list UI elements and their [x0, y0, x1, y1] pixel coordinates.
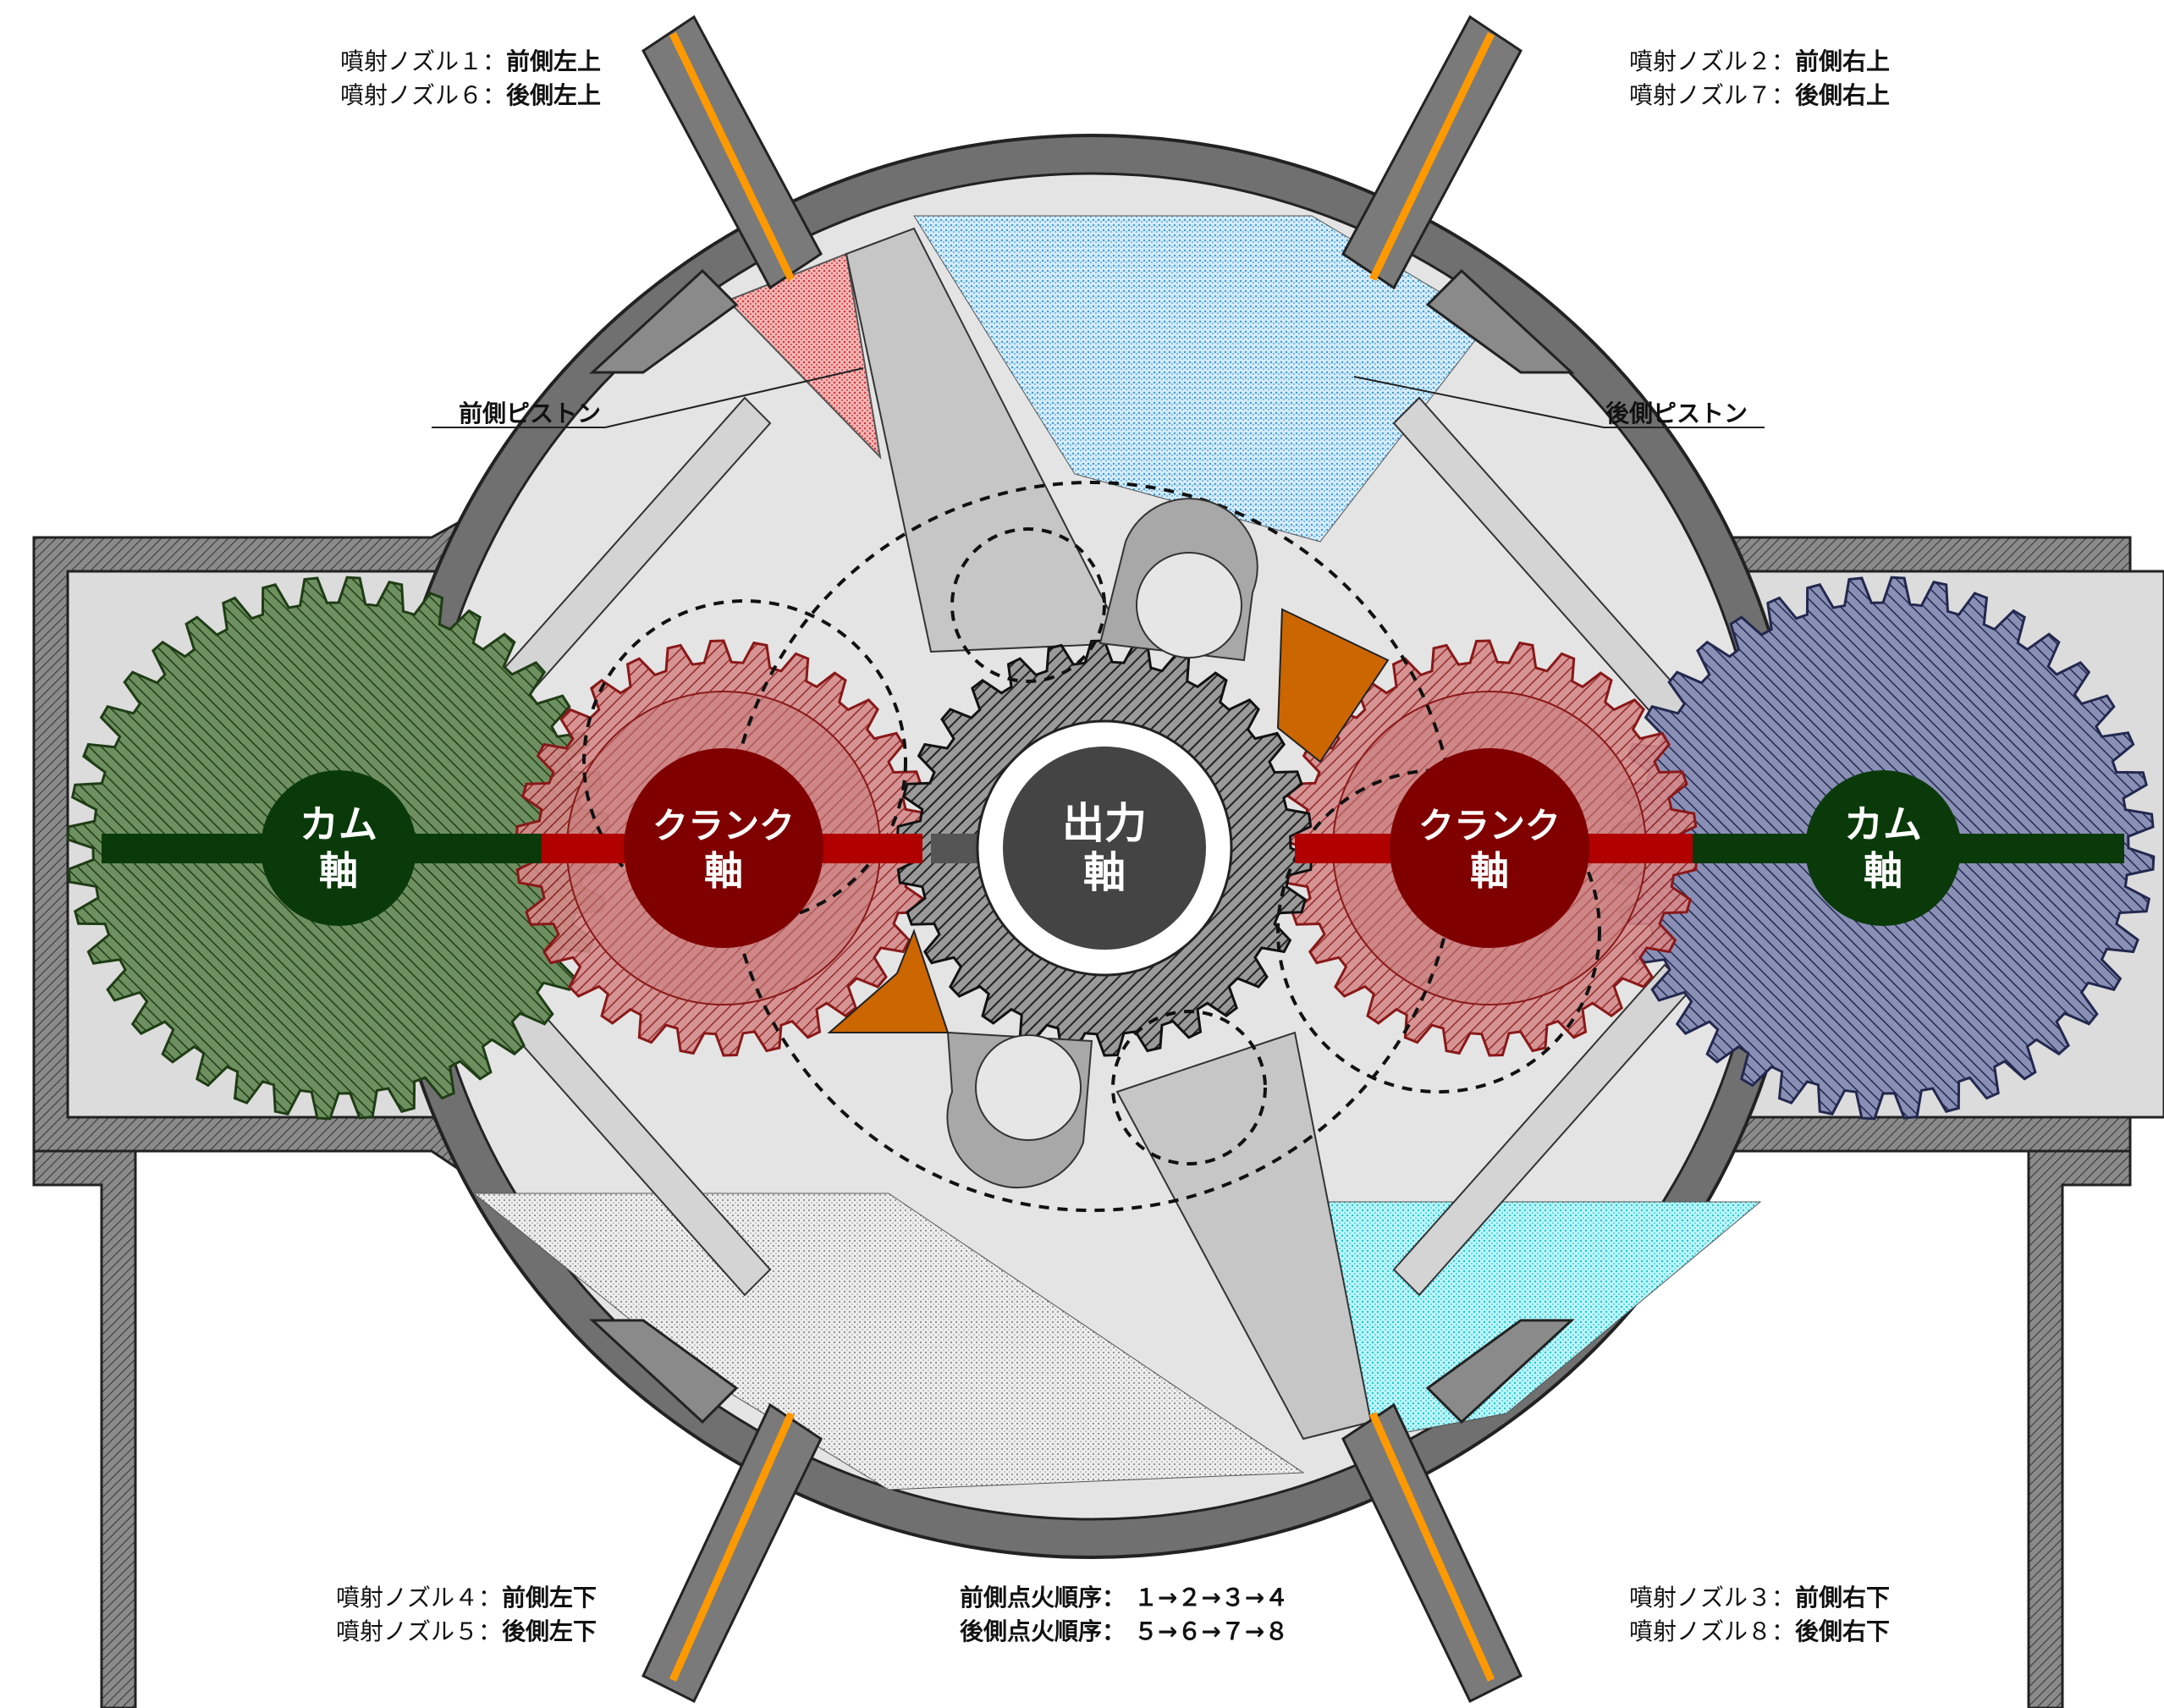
- nozzle-1-prefix: 噴射ノズル１：: [340, 47, 506, 75]
- nozzle-top-left: [589, 14, 823, 374]
- crank-hub-right: [1390, 748, 1589, 948]
- nozzle-6-position: 後側左上: [506, 81, 601, 109]
- crank-right-line1: クランク: [1418, 805, 1561, 846]
- nozzle-bottom-right: [1341, 1319, 1575, 1704]
- nozzle-label-bottom-left: 噴射ノズル４：前側左下 噴射ノズル５：後側左下: [336, 1584, 597, 1645]
- svg-text:噴射ノズル６：後側左上: 噴射ノズル６：後側左上: [340, 81, 601, 109]
- nozzle-2-position: 前側右上: [1795, 47, 1890, 75]
- connecting-beams: [845, 227, 1373, 1441]
- svg-text:噴射ノズル２：前側右上: 噴射ノズル２：前側右上: [1629, 47, 1890, 75]
- crank-left-line1: クランク: [653, 805, 795, 846]
- rear-firing-sequence: ５→６→７→８: [1134, 1617, 1288, 1645]
- nozzle-top-right: [1341, 14, 1575, 374]
- nozzle-7-prefix: 噴射ノズル７：: [1629, 81, 1795, 109]
- nozzle-4-position: 前側左下: [502, 1584, 597, 1612]
- cam-hub-right: [1805, 770, 1961, 926]
- nozzle-bottom-left: [589, 1319, 823, 1704]
- nozzle-8-position: 後側右下: [1795, 1617, 1890, 1645]
- crank-left-line2: 軸: [704, 848, 743, 894]
- nozzle-1-position: 前側左上: [506, 47, 601, 75]
- nozzle-5-prefix: 噴射ノズル５：: [336, 1617, 502, 1645]
- rear-piston-label: 後側ピストン: [1605, 399, 1748, 427]
- output-line2: 軸: [1083, 848, 1126, 897]
- front-firing-sequence: １→２→３→４: [1134, 1584, 1288, 1612]
- cam-hub-left: [261, 770, 416, 926]
- nozzle-3-position: 前側右下: [1795, 1584, 1890, 1612]
- shaft-labels: カム 軸 クランク 軸 出力 軸 クランク 軸 カム 軸: [300, 799, 1922, 897]
- svg-text:噴射ノズル８：後側右下: 噴射ノズル８：後側右下: [1629, 1617, 1890, 1645]
- front-piston-label: 前側ピストン: [459, 399, 601, 427]
- nozzle-6-prefix: 噴射ノズル６：: [340, 81, 506, 109]
- nozzle-label-top-left: 噴射ノズル１：前側左上 噴射ノズル６：後側左上: [340, 47, 601, 109]
- cam-right-line2: 軸: [1864, 848, 1902, 894]
- valve-stems: [472, 396, 1692, 1297]
- svg-text:噴射ノズル５：後側左下: 噴射ノズル５：後側左下: [336, 1617, 597, 1645]
- front-firing-label: 前側点火順序：: [960, 1584, 1126, 1612]
- orange-cam-lobes: [827, 608, 1390, 1033]
- crank-arms: [946, 498, 1258, 1189]
- svg-text:噴射ノズル３：前側右下: 噴射ノズル３：前側右下: [1629, 1584, 1890, 1612]
- nozzle-5-position: 後側左下: [502, 1617, 597, 1645]
- cam-right-line1: カム: [1844, 802, 1922, 847]
- rear-firing-label: 後側点火順序：: [960, 1617, 1126, 1645]
- cam-left-line2: 軸: [319, 848, 358, 894]
- nozzles: [589, 14, 1575, 1704]
- svg-text:噴射ノズル７：後側右上: 噴射ノズル７：後側右上: [1629, 81, 1890, 109]
- output-line1: 出力: [1062, 799, 1147, 848]
- crank-right-line2: 軸: [1470, 848, 1509, 894]
- firing-order: 前側点火順序： １→２→３→４ 後側点火順序： ５→６→７→８: [960, 1584, 1288, 1645]
- nozzle-7-position: 後側右上: [1795, 81, 1890, 109]
- nozzle-4-prefix: 噴射ノズル４：: [336, 1584, 502, 1612]
- nozzle-2-prefix: 噴射ノズル２：: [1629, 47, 1795, 75]
- nozzle-8-prefix: 噴射ノズル８：: [1629, 1617, 1795, 1645]
- svg-text:噴射ノズル１：前側左上: 噴射ノズル１：前側左上: [340, 47, 601, 75]
- leader-lines: [432, 367, 1765, 428]
- output-hub: [1003, 747, 1206, 950]
- nozzle-3-prefix: 噴射ノズル３：: [1629, 1584, 1795, 1612]
- shaft-hubs: [261, 719, 1961, 977]
- nozzle-label-bottom-right: 噴射ノズル３：前側右下 噴射ノズル８：後側右下: [1629, 1584, 1890, 1645]
- crank-hub-left: [624, 748, 823, 948]
- cam-left-line1: カム: [300, 802, 377, 847]
- nozzle-label-top-right: 噴射ノズル２：前側右上 噴射ノズル７：後側右上: [1629, 47, 1890, 109]
- svg-text:噴射ノズル４：前側左下: 噴射ノズル４：前側左下: [336, 1584, 597, 1612]
